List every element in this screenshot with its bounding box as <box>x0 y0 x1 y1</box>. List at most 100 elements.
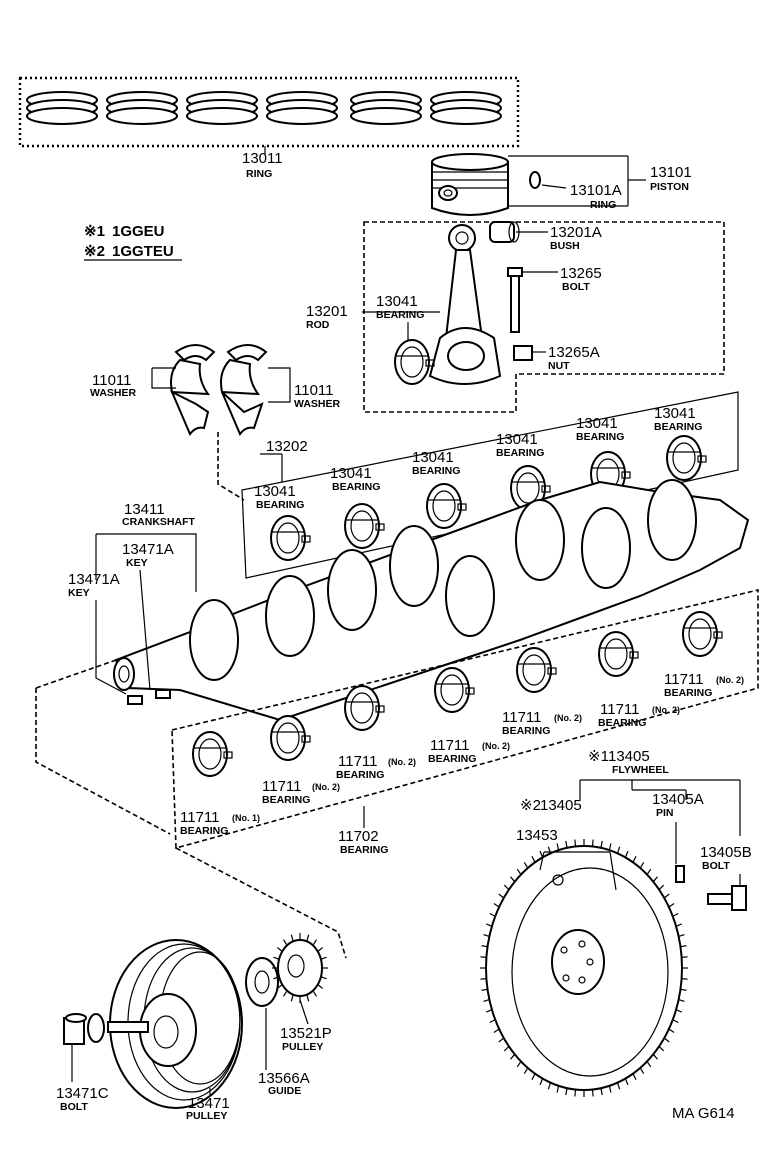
rod-bearing-shell-inner <box>400 346 424 378</box>
callout-flywheel: ※1 13405 FLYWHEEL ※2 13405 13453 13405A … <box>516 748 752 891</box>
ring-gear-tooth-29 <box>503 1045 510 1052</box>
main-bearing-row-shell-4-inner <box>440 674 464 706</box>
ring-gear-tooth-4 <box>678 999 685 1002</box>
rod-bearing-set-number: 13202 <box>266 438 308 455</box>
main-bearing-row-shell-6 <box>598 631 639 677</box>
callout-13011: 13011 RING <box>242 146 283 180</box>
ring-gear-tooth-21 <box>565 1088 568 1096</box>
key-b-number: 13471A <box>68 571 120 588</box>
piston-ring-4-band-3 <box>266 107 338 125</box>
ring-gear-tooth-66 <box>663 893 670 899</box>
legend-mark-2: ※2 <box>84 243 105 260</box>
rod-bearing-3-name: BEARING <box>412 465 460 477</box>
crank-web-7 <box>581 507 631 589</box>
ring-gear-tooth-34 <box>483 999 490 1002</box>
piston-ring-4 <box>266 91 338 125</box>
main-bearing-row-shell-1-tab <box>223 751 233 759</box>
crank-web-2 <box>265 575 315 657</box>
rod-bearing-row-shell-2-outer <box>344 503 380 549</box>
sprocket-tooth-8 <box>282 990 288 997</box>
rod-bearing-row-shell-5-tab <box>621 471 631 479</box>
ring-gear-number: 13453 <box>516 827 558 844</box>
rod-bearing-row <box>270 435 707 561</box>
key-a-name: KEY <box>126 557 148 569</box>
ring-gear-tooth-40 <box>483 934 490 937</box>
main-bearing-row-shell-6-outer <box>598 631 634 677</box>
main-bearing-row-shell-4-tab <box>465 687 475 695</box>
main-bearing-2-number: 11711 <box>262 778 302 795</box>
piston-ring-2 <box>106 91 178 125</box>
main-bearing-7-suffix: (No. 2) <box>716 675 744 685</box>
rod-bearing-row-shell-6 <box>666 435 707 481</box>
ring-gear-tooth-12 <box>639 1067 645 1075</box>
piston-ring-2-band-3 <box>106 107 178 125</box>
flywheel-1-mark: ※1 <box>588 748 609 765</box>
main-bearing-row-shell-1-inner <box>198 738 222 770</box>
ring-gear-tooth-43 <box>493 903 500 908</box>
rod-bearing-2-number: 13041 <box>330 465 372 482</box>
rod-bearing-number: 13041 <box>376 293 418 310</box>
rod-nut-number: 13265A <box>548 344 600 361</box>
sprocket-tooth-3 <box>317 984 324 990</box>
ring-gear-tooth-15 <box>616 1082 621 1090</box>
ring-gear-tooth-46 <box>510 876 516 883</box>
ring-gear-tooth-28 <box>510 1053 516 1060</box>
ring-gear-tooth-56 <box>591 839 594 847</box>
ring-gear-tooth-50 <box>539 850 544 858</box>
ring-gear-tooth-47 <box>516 868 522 875</box>
ring-gear-tooth-67 <box>668 903 675 908</box>
main-bearing-1-suffix: (No. 1) <box>232 813 260 823</box>
washer-right-name: WASHER <box>294 398 341 410</box>
main-bearing-row-shell-2-inner <box>276 722 300 754</box>
guide-illustration <box>245 957 279 1007</box>
sprocket-tooth-15 <box>290 934 294 942</box>
rod-bearing-illustration <box>394 339 435 385</box>
ring-gear-tooth-13 <box>632 1073 637 1080</box>
rod-bearing-row-shell-2-inner <box>350 510 374 542</box>
rod-bearing-row-shell-1 <box>270 515 311 561</box>
main-bearing-set-number: 11702 <box>338 828 379 845</box>
rod-bearing-labels: 13041 BEARING 13041 BEARING 13041 BEARIN… <box>254 405 702 511</box>
piston-ring-6 <box>430 91 502 125</box>
ring-gear-tooth-68 <box>672 912 679 917</box>
rod-bearing-shell-tab <box>425 359 435 367</box>
ring-gear-tooth-58 <box>608 843 612 851</box>
crankshaft-name: CRANKSHAFT <box>122 516 195 528</box>
main-bearing-6-number: 11711 <box>600 701 640 718</box>
bush-name: BUSH <box>550 240 580 252</box>
flywheel-1-number: 13405 <box>608 748 650 765</box>
ring-gear-tooth-70 <box>678 934 685 937</box>
ring-gear-tooth-49 <box>531 856 536 863</box>
crankshaft-illustration <box>113 479 750 722</box>
ring-gear-tooth-59 <box>616 846 621 854</box>
pin-number: 13405A <box>652 791 704 808</box>
crank-web-5 <box>445 555 495 637</box>
ring-gear-tooth-54 <box>574 839 577 847</box>
main-bearing-row-shell-7 <box>682 611 723 657</box>
flywheel-bolt-number: 13405B <box>700 844 752 861</box>
crankshaft-number: 13411 <box>124 501 165 518</box>
rod-bearing-row-shell-6-tab <box>697 455 707 463</box>
pulley-name: PULLEY <box>186 1110 227 1122</box>
bush-number: 13201A <box>550 224 602 241</box>
thrust-washer-illustration <box>170 344 268 436</box>
rod-bearing-row-shell-1-outer <box>270 515 306 561</box>
piston-ring-3-band-3 <box>186 107 258 125</box>
callout-piston: 13101 PISTON 13101A RING <box>508 155 692 211</box>
washer-right-number: 11011 <box>294 382 334 399</box>
pulley-illustration <box>63 939 243 1109</box>
washer-left-number: 11011 <box>92 372 132 389</box>
rod-group-frame <box>363 221 725 413</box>
ring-set-illustration <box>18 76 520 148</box>
rod-bearing-5-number: 13041 <box>576 415 618 432</box>
ring-gear-tooth-52 <box>556 843 560 851</box>
ring-gear-tooth-65 <box>658 884 665 891</box>
main-bearing-row-shell-3-inner <box>350 692 374 724</box>
ring-gear-tooth-22 <box>556 1085 560 1093</box>
flywheel-1-name: FLYWHEEL <box>612 764 669 776</box>
ring-gear-tooth-53 <box>565 840 568 848</box>
main-bearing-1-name: BEARING <box>180 825 228 837</box>
main-bearing-row-shell-7-tab <box>713 631 723 639</box>
main-bearing-4-number: 11711 <box>430 737 470 754</box>
